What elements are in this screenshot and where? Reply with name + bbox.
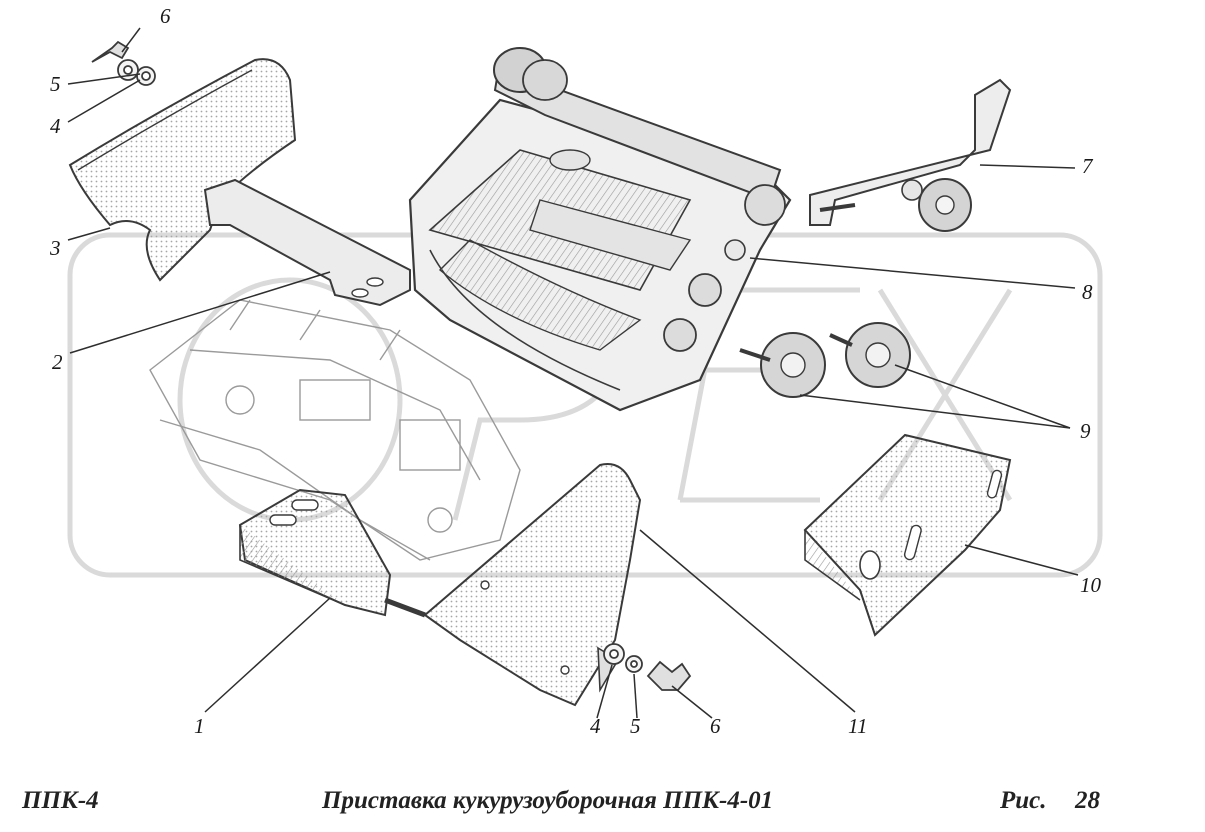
part-1-bracket (238, 488, 426, 618)
footer-title: Приставка кукурузоуборочная ППК-4-01 (322, 787, 774, 814)
callout-3: 3 (50, 236, 61, 260)
callout-9: 9 (1080, 419, 1091, 443)
footer-fig-label: Рис. (1000, 787, 1047, 814)
leader-lines (67, 27, 1079, 719)
footer-fig-number: 28 (1075, 787, 1100, 814)
callout-4-bottom: 4 (590, 714, 601, 738)
part-9-sprockets (739, 322, 911, 398)
callout-5-top: 5 (50, 72, 61, 96)
part-3-shield (68, 58, 297, 282)
frame-sketch (149, 299, 521, 561)
part-11-plate (423, 463, 642, 707)
main-housing (408, 47, 792, 412)
part-2-bracket (203, 178, 411, 307)
bottom-fastener-set (603, 643, 692, 691)
callout-5-bottom: 5 (630, 714, 641, 738)
callout-8: 8 (1082, 280, 1093, 304)
callout-6-bottom: 6 (710, 714, 721, 738)
callout-11: 11 (848, 714, 868, 738)
callout-2: 2 (52, 350, 63, 374)
part-7-tensioner (809, 78, 1012, 232)
part-10-cover (803, 433, 1012, 637)
callout-10: 10 (1080, 573, 1101, 597)
callout-1: 1 (194, 714, 205, 738)
callout-4-top: 4 (50, 114, 61, 138)
top-fastener-set (91, 40, 156, 86)
callout-7: 7 (1082, 154, 1093, 178)
callout-6-top: 6 (160, 4, 171, 28)
footer-model: ППК-4 (22, 787, 99, 814)
